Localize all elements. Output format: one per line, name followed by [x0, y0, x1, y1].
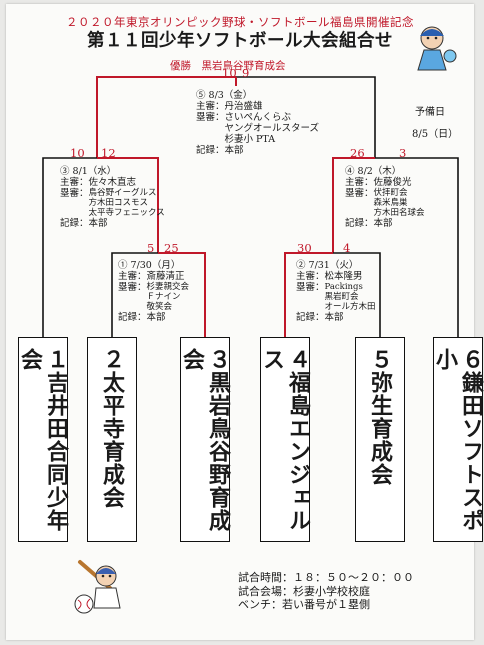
team-name-6: ６鎌田ソフトスポ小 — [432, 348, 484, 532]
reserve-day-date: 8/5（日） — [412, 129, 459, 140]
team-box-5: ５弥生育成会 — [355, 337, 405, 542]
score-q-right-a: 30 — [297, 241, 312, 255]
final-match-info: ⑤ 8/3（金） 主審：丹治盛雄 塁審： さいぺんくらぶ ヤングオールスターズ … — [196, 90, 319, 156]
final-base-1: さいぺんくらぶ — [224, 112, 292, 123]
semi-left-base-3: 太平寺フェニックス — [88, 208, 165, 218]
tournament-title: 第１１回少年ソフトボール大会組合せ — [87, 31, 393, 51]
team-box-3: ３黒岩鳥谷野育成会 — [179, 337, 231, 542]
q-left-match-info: ① 7/30（月） 主審：斎藤清正 塁審： 杉妻親交会 Ｆナイン 敬笑会 記録：… — [118, 260, 189, 323]
final-base-3: 杉妻小 PTA — [224, 134, 276, 145]
score-semi-left-b: 12 — [101, 146, 116, 160]
semi-right-record: 記録：本部 — [345, 218, 393, 229]
final-base-label: 塁審： — [196, 112, 225, 123]
team-name-1: １吉井田合同少年会 — [17, 348, 69, 532]
team-box-4: ４福島エンジェルス — [259, 337, 311, 542]
bench-rule: ベンチ：若い番号が１塁側 — [238, 598, 370, 611]
semi-right-match-info: ④ 8/2（木） 主審：佐藤俊光 塁審： 伏拝町会 森米鳥巣 方木田名球会 記録… — [345, 166, 425, 229]
score-semi-left-a: 10 — [70, 146, 85, 160]
q-left-base-1: 杉妻親交会 — [146, 282, 190, 292]
q-right-umpire: 主審：松本隆男 — [296, 271, 363, 282]
semi-left-base-label: 塁審： — [60, 188, 89, 199]
semi-left-umpire: 主審：佐々木直志 — [60, 177, 137, 188]
mascot-batter-illustration — [70, 554, 132, 620]
score-q-left-a: 5 — [147, 241, 155, 255]
final-record: 記録：本部 — [196, 145, 244, 156]
semi-right-base-label: 塁審： — [345, 188, 374, 199]
q-left-date: ① 7/30（月） — [118, 260, 181, 271]
q-right-base-2: 黒岩町会 — [324, 292, 359, 302]
score-semi-right-a: 26 — [350, 146, 365, 160]
q-left-base-3: 敬笑会 — [146, 302, 173, 312]
score-final-right: 9 — [242, 66, 250, 80]
team-box-1: １吉井田合同少年会 — [17, 337, 69, 542]
q-right-record: 記録：本部 — [296, 312, 344, 323]
score-q-left-b: 25 — [164, 241, 179, 255]
final-base-2: ヤングオールスターズ — [224, 123, 320, 134]
q-left-base-2: Ｆナイン — [146, 292, 181, 302]
semi-right-date: ④ 8/2（木） — [345, 166, 402, 177]
semi-left-date: ③ 8/1（水） — [60, 166, 117, 177]
semi-left-base-2: 方木田コスモス — [88, 198, 149, 208]
team-name-2: ２太平寺育成会 — [99, 348, 125, 509]
final-umpire: 主審：丹治盛雄 — [196, 101, 263, 112]
q-left-record: 記録：本部 — [118, 312, 166, 323]
team-box-6: ６鎌田ソフトスポ小 — [432, 337, 484, 542]
reserve-day-label: 予備日 — [415, 107, 445, 118]
semi-left-match-info: ③ 8/1（水） 主審：佐々木直志 塁審： 鳥谷野イーグルス 方木田コスモス 太… — [60, 166, 165, 229]
footer-info: 試合時間：１８：５０～２０：００ 試合会場：杉妻小学校校庭 ベンチ：若い番号が１… — [238, 571, 414, 612]
q-left-umpire: 主審：斎藤清正 — [118, 271, 185, 282]
semi-left-record: 記録：本部 — [60, 218, 108, 229]
team-name-3: ３黒岩鳥谷野育成会 — [179, 348, 231, 532]
score-q-right-b: 4 — [343, 241, 351, 255]
final-date: ⑤ 8/3（金） — [196, 90, 253, 101]
semi-left-base-1: 鳥谷野イーグルス — [88, 188, 157, 198]
q-right-base-label: 塁審： — [296, 282, 325, 293]
score-final-left: 10 — [222, 66, 237, 80]
team-box-2: ２太平寺育成会 — [87, 337, 137, 542]
team-name-5: ５弥生育成会 — [367, 348, 393, 486]
q-right-base-3: オール方木田 — [324, 302, 376, 312]
q-right-base-1: Packings — [324, 282, 363, 292]
game-venue: 試合会場：杉妻小学校校庭 — [238, 584, 370, 598]
semi-right-base-3: 方木田名球会 — [373, 208, 425, 218]
q-left-base-label: 塁審： — [118, 282, 147, 293]
semi-right-umpire: 主審：佐藤俊光 — [345, 177, 412, 188]
winner-label: 優勝 黒岩鳥谷野育成会 — [170, 60, 286, 72]
score-semi-right-b: 3 — [399, 146, 407, 160]
game-time: 試合時間：１８：５０～２０：００ — [238, 571, 414, 584]
q-right-date: ② 7/31（火） — [296, 260, 359, 271]
mascot-catcher-illustration — [404, 20, 460, 78]
commemoration-title: ２０２０年東京オリンピック野球・ソフトボール福島県開催記念 — [66, 15, 414, 29]
semi-right-base-1: 伏拝町会 — [373, 188, 408, 198]
team-name-4: ４福島エンジェルス — [259, 348, 311, 532]
q-right-match-info: ② 7/31（火） 主審：松本隆男 塁審： Packings 黒岩町会 オール方… — [296, 260, 376, 323]
semi-right-base-2: 森米鳥巣 — [373, 198, 408, 208]
